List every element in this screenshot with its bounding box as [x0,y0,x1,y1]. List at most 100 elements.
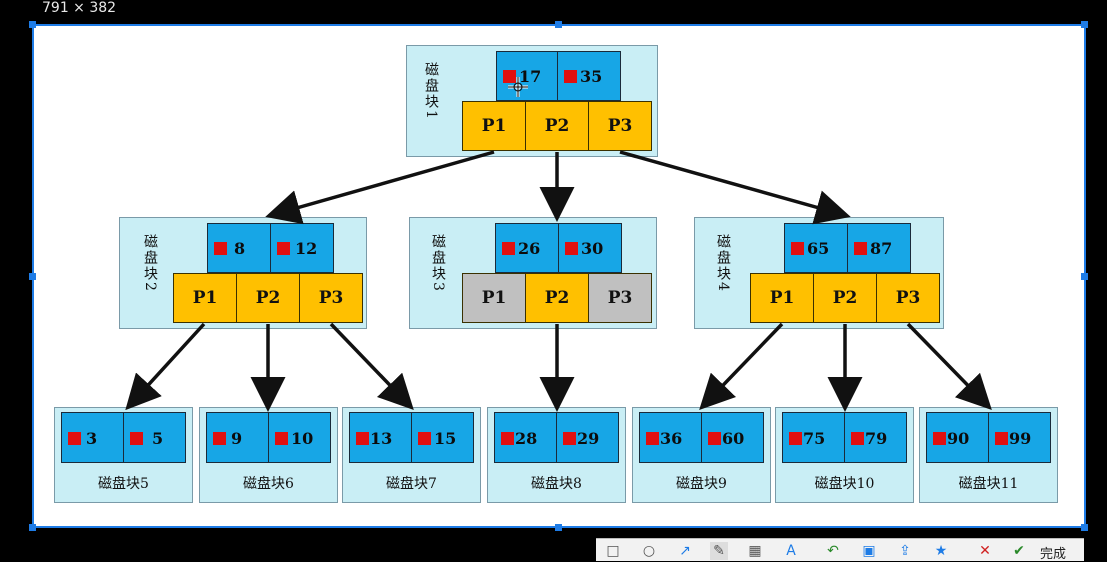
pointer-cell-inactive: P3 [588,273,652,323]
tree-edge [619,150,851,225]
key-cell: 15 [411,412,474,463]
tree-edge [125,322,206,411]
disk-block-label: 磁盘块5 [98,476,149,492]
marker-icon [789,432,802,445]
key-cell: 79 [844,412,907,463]
key-value: 10 [291,429,314,448]
key-value: 28 [515,429,538,448]
pointer-cell: P1 [750,273,814,323]
share-icon[interactable]: ⇪ [899,543,911,559]
marker-icon [501,432,514,445]
pin-icon[interactable]: ★ [934,543,948,559]
ellipse-icon[interactable]: ○ [642,543,656,559]
disk-block-label: 磁盘块9 [676,476,727,492]
resize-handle[interactable] [555,21,562,28]
key-value: 9 [231,429,243,448]
key-value: 5 [152,429,164,448]
pen-icon[interactable]: ✎ [710,542,728,560]
marker-icon [356,432,369,445]
pointer-cell: P1 [462,101,526,151]
pointer-cell: P3 [588,101,652,151]
marker-icon [708,432,721,445]
resize-handle[interactable] [555,524,562,531]
mosaic-icon[interactable]: ▦ [748,543,762,559]
done-icon[interactable]: ✔ [1013,543,1025,559]
pointer-cell: P3 [876,273,940,323]
marker-icon [564,70,577,83]
resize-handle[interactable] [1081,524,1088,531]
disk-block-label: 磁盘块10 [814,476,875,492]
resize-handle[interactable] [29,273,36,280]
screenshot-canvas: 磁盘块1 17 35 P1 P2 P3 磁盘块2 8 12 P1 P2 P3 磁… [34,25,1086,528]
marker-icon [503,70,516,83]
disk-block-label: 磁盘块3 [430,234,446,293]
disk-block-label: 磁盘块11 [958,476,1019,492]
disk-block-label: 磁盘块4 [715,234,731,293]
marker-icon [563,432,576,445]
key-cell: 8 [207,223,271,273]
disk-block-label: 磁盘块7 [386,476,437,492]
key-value: 79 [865,429,888,448]
key-value: 35 [580,67,603,86]
tree-edge [906,322,992,411]
pointer-cell: P2 [236,273,300,323]
key-cell: 12 [270,223,334,273]
done-button-label[interactable]: 完成 [1040,547,1067,562]
resize-handle[interactable] [1081,273,1088,280]
marker-icon [214,242,227,255]
undo-icon[interactable]: ↶ [827,543,839,559]
cancel-icon[interactable]: ✕ [979,543,991,559]
capture-toolbar: □ ○ ↗ ✎ ▦ A ↶ ▣ ⇪ ★ ✕ ✔ 完成 [596,538,1084,562]
key-value: 36 [660,429,683,448]
key-cell: 87 [847,223,911,273]
key-cell: 36 [639,412,702,463]
pointer-cell: P1 [173,273,237,323]
key-cell: 90 [926,412,989,463]
key-cell: 9 [206,412,269,463]
disk-block-label: 磁盘块2 [142,234,158,293]
key-cell: 28 [494,412,557,463]
pointer-cell-inactive: P1 [462,273,526,323]
resize-handle[interactable] [29,21,36,28]
marker-icon [275,432,288,445]
key-cell: 60 [701,412,764,463]
crosshair-cursor-icon [508,77,528,97]
text-icon[interactable]: A [786,543,796,559]
disk-block-label: 磁盘块8 [531,476,582,492]
disk-block-label: 磁盘块1 [423,62,439,121]
key-value: 65 [807,239,830,258]
tree-edge [329,322,414,411]
key-value: 60 [722,429,745,448]
marker-icon [277,242,290,255]
key-value: 15 [434,429,457,448]
key-cell: 3 [61,412,124,463]
key-cell: 35 [557,51,621,101]
pointer-cell: P2 [813,273,877,323]
key-value: 90 [947,429,970,448]
key-cell: 30 [558,223,622,273]
marker-icon [68,432,81,445]
marker-icon [995,432,1008,445]
key-value: 30 [581,239,604,258]
key-value: 87 [870,239,893,258]
arrow-icon[interactable]: ↗ [679,543,691,559]
marker-icon [565,242,578,255]
pointer-cell: P3 [299,273,363,323]
key-value: 12 [295,239,318,258]
marker-icon [933,432,946,445]
save-icon[interactable]: ▣ [862,543,876,559]
dimension-label: 791 × 382 [42,0,117,16]
resize-handle[interactable] [1081,21,1088,28]
rectangle-icon[interactable]: □ [606,543,620,559]
marker-icon [851,432,864,445]
tree-edge [699,322,784,411]
marker-icon [646,432,659,445]
key-value: 75 [803,429,826,448]
key-cell: 65 [784,223,848,273]
key-value: 13 [370,429,393,448]
key-value: 99 [1009,429,1032,448]
key-cell: 5 [123,412,186,463]
resize-handle[interactable] [29,524,36,531]
key-cell: 17 [496,51,558,101]
key-value: 17 [519,67,542,86]
